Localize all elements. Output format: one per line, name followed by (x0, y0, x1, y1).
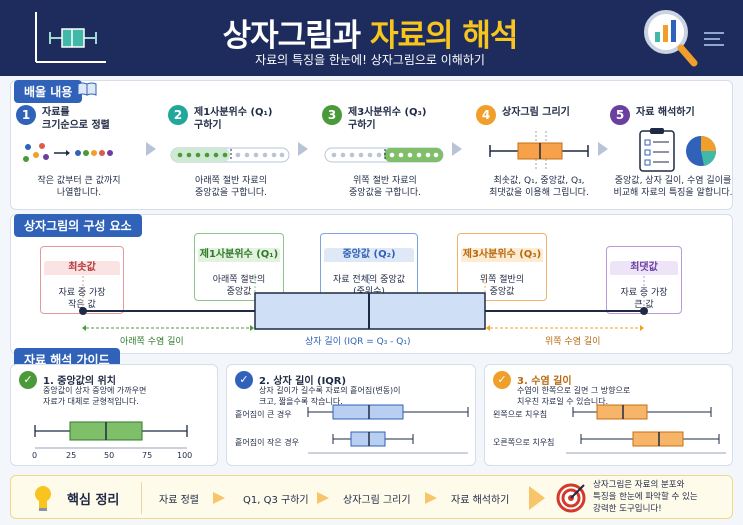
boxplot-logo-icon (35, 12, 106, 63)
row-label-left-skew: 왼쪽으로 치우침 (493, 410, 548, 419)
step-title: 상자그림 그리기 (502, 107, 570, 118)
tick-label: 100 (177, 451, 193, 460)
summary-arrow (425, 492, 437, 504)
guide-boxplot-balanced (34, 421, 188, 449)
summary-step: 자료 해석하기 (451, 495, 510, 506)
step-number: 3 (322, 105, 342, 125)
guide-card-iqr: ✓ 2. 상자 길이 (IQR) 상자 길이가 길수록 자료의 흩어짐(변동)이… (226, 364, 476, 466)
guide-boxplots-skew (566, 404, 726, 454)
boxplot-diagram (79, 274, 648, 331)
step-arrow (298, 142, 308, 156)
step-draw: 4 상자그림 그리기 최솟값, Q₁, 중앙값, Q₃, 최댓값을 이용해 그립… (476, 103, 602, 208)
mini-boxplot-icon (489, 131, 589, 171)
step-arrow (452, 142, 462, 156)
check-icon: ✓ (235, 371, 253, 389)
step-desc: 아래쪽 절반 자료의 중앙값을 구합니다. (195, 176, 267, 198)
median-title: 중앙값 (Q₂) (324, 248, 414, 262)
step-title: 자료 해석하기 (636, 107, 695, 118)
guide-title: 2. 상자 길이 (IQR) (259, 376, 347, 387)
guide-desc: 수염이 한쪽으로 길면 그 방향으로 치우친 자료일 수 있습니다. (517, 386, 631, 406)
components-label: 상자그림의 구성 요소 (14, 214, 142, 237)
step-title: 제3사분위수 (Q₃) 구하기 (348, 107, 427, 131)
step-number: 2 (168, 105, 188, 125)
q1-desc: 아래쪽 절반의 중앙값 (212, 275, 266, 297)
q3-label: 제3사분위수 (Q₃) 위쪽 절반의 중앙값 (457, 233, 547, 301)
menu-lines-icon (704, 32, 724, 46)
q1-label: 제1사분위수 (Q₁) 아래쪽 절반의 중앙값 (194, 233, 284, 301)
tick-label: 50 (104, 451, 115, 460)
step-number: 1 (16, 105, 36, 125)
summary-label: 핵심 정리 (67, 493, 120, 508)
summary-arrow (317, 492, 329, 504)
q3-desc: 위쪽 절반의 중앙값 (479, 275, 525, 297)
book-icon (77, 82, 97, 96)
step-q1: 2 제1사분위수 (Q₁) 구하기 아래쪽 절반 자료의 중앙값을 구합니다. (168, 103, 294, 208)
step-sort: 1 자료를 크기순으로 정렬 작은 값부터 큰 값까지 나열합니다. (16, 103, 142, 208)
row-label-wide: 흩어짐이 큰 경우 (235, 410, 292, 419)
step-desc: 위쪽 절반 자료의 중앙값을 구합니다. (349, 176, 421, 198)
max-title: 최댓값 (610, 261, 678, 275)
summary-play-arrow (529, 486, 545, 510)
row-label-narrow: 흩어짐이 작은 경우 (235, 438, 299, 447)
min-title: 최솟값 (44, 261, 120, 275)
step-number: 4 (476, 105, 496, 125)
learning-label: 배울 내용 (14, 80, 83, 103)
lightbulb-icon (35, 486, 51, 511)
target-icon (556, 483, 586, 513)
learning-section (10, 80, 733, 210)
check-icon: ✓ (19, 371, 37, 389)
summary-conclusion: 상자그림은 자료의 분포와 특징을 한눈에 파악할 수 있는 강력한 도구입니다… (593, 480, 698, 514)
q1-title: 제1사분위수 (Q₁) (198, 248, 280, 262)
step-q3: 3 제3사분위수 (Q₃) 구하기 위쪽 절반 자료의 중앙값을 구합니다. (322, 103, 448, 208)
tick-label: 75 (142, 451, 153, 460)
tick-label: 25 (66, 451, 77, 460)
guide-desc: 중앙값이 상자 중앙에 가까우면 자료가 대체로 균형적입니다. (43, 386, 147, 406)
min-label: 최솟값 자료 중 가장 작은 값 (40, 246, 124, 314)
summary-bar: 핵심 정리 자료 정렬 Q1, Q3 구하기 상자그림 그리기 자료 해석하기 … (10, 475, 733, 519)
upper-half-bar-icon (324, 147, 444, 163)
step-desc: 중앙값, 상자 길이, 수염 길이를 비교해 자료의 특징을 알합니다. (613, 176, 733, 198)
summary-step: Q1, Q3 구하기 (243, 495, 309, 506)
lower-whisker-label: 아래쪽 수염 길이 (120, 337, 184, 347)
clipboard-pie-icon (639, 128, 717, 172)
step-arrow (598, 142, 608, 156)
box-length-label: 상자 길이 (IQR = Q₃ - Q₁) (305, 337, 411, 347)
magnifier-chart-icon (644, 10, 698, 67)
header-banner: 상자그림과 자료의 해석 자료의 특징을 한눈에! 상자그림으로 이해하기 (0, 0, 743, 76)
step-desc: 최솟값, Q₁, 중앙값, Q₃, 최댓값을 이용해 그립니다. (489, 176, 589, 198)
tick-label: 0 (32, 451, 38, 460)
summary-step: 자료 정렬 (159, 495, 199, 506)
row-label-right-skew: 오른쪽으로 치우침 (493, 438, 555, 447)
summary-divider (141, 482, 142, 514)
guide-title: 3. 수염 길이 (517, 376, 572, 387)
guide-card-whisker: ✓ 3. 수염 길이 수염이 한쪽으로 길면 그 방향으로 치우친 자료일 수 … (484, 364, 733, 466)
page-subtitle: 자료의 특징을 한눈에! 상자그림으로 이해하기 (255, 53, 485, 67)
guide-title: 1. 중앙값의 위치 (43, 376, 116, 387)
min-point (79, 307, 87, 315)
min-desc: 자료 중 가장 작은 값 (58, 288, 106, 310)
check-icon: ✓ (493, 371, 511, 389)
max-point (640, 307, 648, 315)
step-number: 5 (610, 105, 630, 125)
step-desc: 작은 값부터 큰 값까지 나열합니다. (37, 176, 121, 198)
step-title: 자료를 크기순으로 정렬 (42, 107, 110, 131)
sorting-dots-icon (23, 143, 113, 162)
lower-half-bar-icon (170, 147, 290, 163)
page-title: 상자그림과 자료의 해석 (222, 18, 519, 54)
step-interpret: 5 자료 해석하기 중앙값, 상자 길이, 수염 길이를 비교해 자료의 특징을… (610, 103, 736, 208)
guide-boxplots-spread (307, 404, 469, 454)
guide-desc: 상자 길이가 길수록 자료의 흩어짐(변동)이 크고, 짧을수록 작습니다. (259, 386, 401, 406)
step-title: 제1사분위수 (Q₁) 구하기 (194, 107, 273, 131)
q3-title: 제3사분위수 (Q₃) (461, 248, 543, 262)
summary-step: 상자그림 그리기 (343, 495, 411, 506)
step-arrow (146, 142, 156, 156)
guide-card-median: ✓ 1. 중앙값의 위치 중앙값이 상자 중앙에 가까우면 자료가 대체로 균형… (10, 364, 218, 466)
summary-arrow (213, 492, 225, 504)
upper-whisker-label: 위쪽 수염 길이 (545, 337, 601, 347)
